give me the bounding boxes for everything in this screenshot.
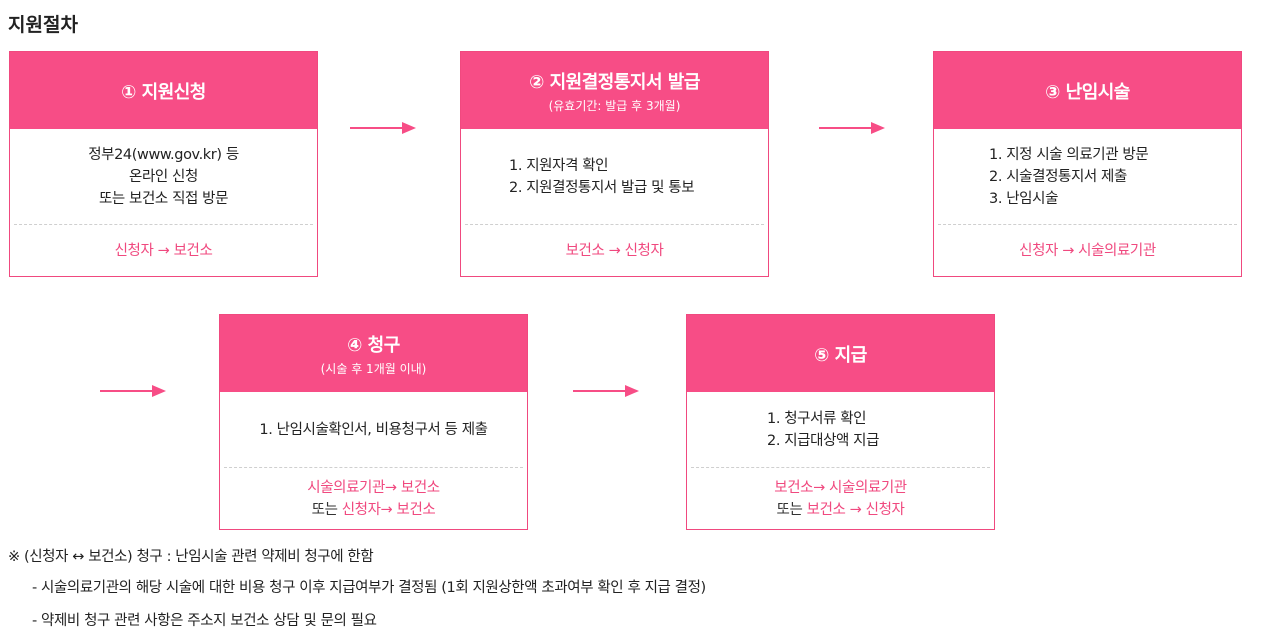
step-box-apply: ① 지원신청 정부24(www.gov.kr) 등 온라인 신청 또는 보건소 … [9,51,318,277]
page-title: 지원절차 [8,14,78,36]
arrow-right-icon [819,122,885,134]
step-body: 정부24(www.gov.kr) 등 온라인 신청 또는 보건소 직접 방문 [10,129,317,224]
step-title: ③ 난임시술 [1045,81,1130,103]
dashed-divider [938,224,1237,225]
step-body-line: 1. 지정 시술 의료기관 방문 [989,146,1149,163]
arrow-right-icon [573,385,639,397]
step-flow-line: 신청자 → 보건소 [114,243,213,259]
step-flow-or: 또는 [776,502,807,518]
step-title: ② 지원결정통지서 발급 [529,71,700,93]
step-subtitle: (시술 후 1개월 이내) [320,361,427,376]
dashed-divider [14,224,313,225]
step-box-payment: ⑤ 지급 1. 청구서류 확인 2. 지급대상액 지급 보건소→ 시술의료기관 … [686,314,995,530]
step-subtitle: (유효기간: 발급 후 3개월) [548,98,681,113]
dashed-divider [465,224,764,225]
arrow-right-icon [100,385,166,397]
step-box-decision-notice: ② 지원결정통지서 발급 (유효기간: 발급 후 3개월) 1. 지원자격 확인… [460,51,769,277]
step-flow-alt: 신청자→ 보건소 [341,502,436,518]
step-flow-line: 또는 신청자→ 보건소 [312,499,436,521]
step-body-line: 2. 지원결정통지서 발급 및 통보 [509,179,695,196]
step-body: 1. 청구서류 확인 2. 지급대상액 지급 [687,392,994,467]
step-flow-line: 보건소 → 신청자 [565,243,664,259]
arrow-right-icon [350,122,416,134]
step-body: 1. 난임시술확인서, 비용청구서 등 제출 [220,392,527,467]
note-main: ※ (신청자 ↔ 보건소) 청구 : 난임시술 관련 약제비 청구에 한함 [8,549,374,565]
step-flow: 보건소 → 신청자 [461,225,768,277]
step-body-line: 또는 보건소 직접 방문 [98,190,229,207]
step-title: ⑤ 지급 [814,344,867,366]
step-body: 1. 지원자격 확인 2. 지원결정통지서 발급 및 통보 [461,129,768,224]
note-sub-item: - 약제비 청구 관련 사항은 주소지 보건소 상담 및 문의 필요 [32,613,377,629]
step-header: ⑤ 지급 [687,315,994,392]
step-body-line: 1. 청구서류 확인 [767,410,867,427]
step-header: ④ 청구 (시술 후 1개월 이내) [220,315,527,392]
dashed-divider [691,467,990,468]
step-body-line: 1. 지원자격 확인 [509,157,609,174]
step-title: ④ 청구 [347,334,400,356]
step-flow-alt: 보건소 → 신청자 [806,502,905,518]
step-header: ① 지원신청 [10,52,317,129]
step-body-line: 2. 지급대상액 지급 [767,432,880,449]
step-body-line: 1. 난임시술확인서, 비용청구서 등 제출 [259,421,488,438]
step-body-line: 2. 시술결정통지서 제출 [989,168,1127,185]
step-box-infertility-procedure: ③ 난임시술 1. 지정 시술 의료기관 방문 2. 시술결정통지서 제출 3.… [933,51,1242,277]
step-flow-line: 신청자 → 시술의료기관 [1019,243,1156,259]
step-box-claim: ④ 청구 (시술 후 1개월 이내) 1. 난임시술확인서, 비용청구서 등 제… [219,314,528,530]
dashed-divider [224,467,523,468]
step-body-line: 온라인 신청 [129,168,198,185]
step-body-line: 3. 난임시술 [989,190,1059,207]
step-header: ② 지원결정통지서 발급 (유효기간: 발급 후 3개월) [461,52,768,129]
step-title: ① 지원신청 [121,81,206,103]
step-flow: 신청자 → 보건소 [10,225,317,277]
step-body-line: 정부24(www.gov.kr) 등 [88,146,239,163]
step-flow-line: 또는 보건소 → 신청자 [777,499,905,521]
step-flow: 신청자 → 시술의료기관 [934,225,1241,277]
step-flow: 보건소→ 시술의료기관 또는 보건소 → 신청자 [687,468,994,530]
step-body: 1. 지정 시술 의료기관 방문 2. 시술결정통지서 제출 3. 난임시술 [934,129,1241,224]
step-flow-line: 보건소→ 시술의료기관 [774,480,907,496]
step-flow-line: 시술의료기관→ 보건소 [307,480,440,496]
step-header: ③ 난임시술 [934,52,1241,129]
note-sub-item: - 시술의료기관의 해당 시술에 대한 비용 청구 이후 지급여부가 결정됨 (… [32,580,706,596]
step-flow-or: 또는 [311,502,342,518]
step-flow: 시술의료기관→ 보건소 또는 신청자→ 보건소 [220,468,527,530]
